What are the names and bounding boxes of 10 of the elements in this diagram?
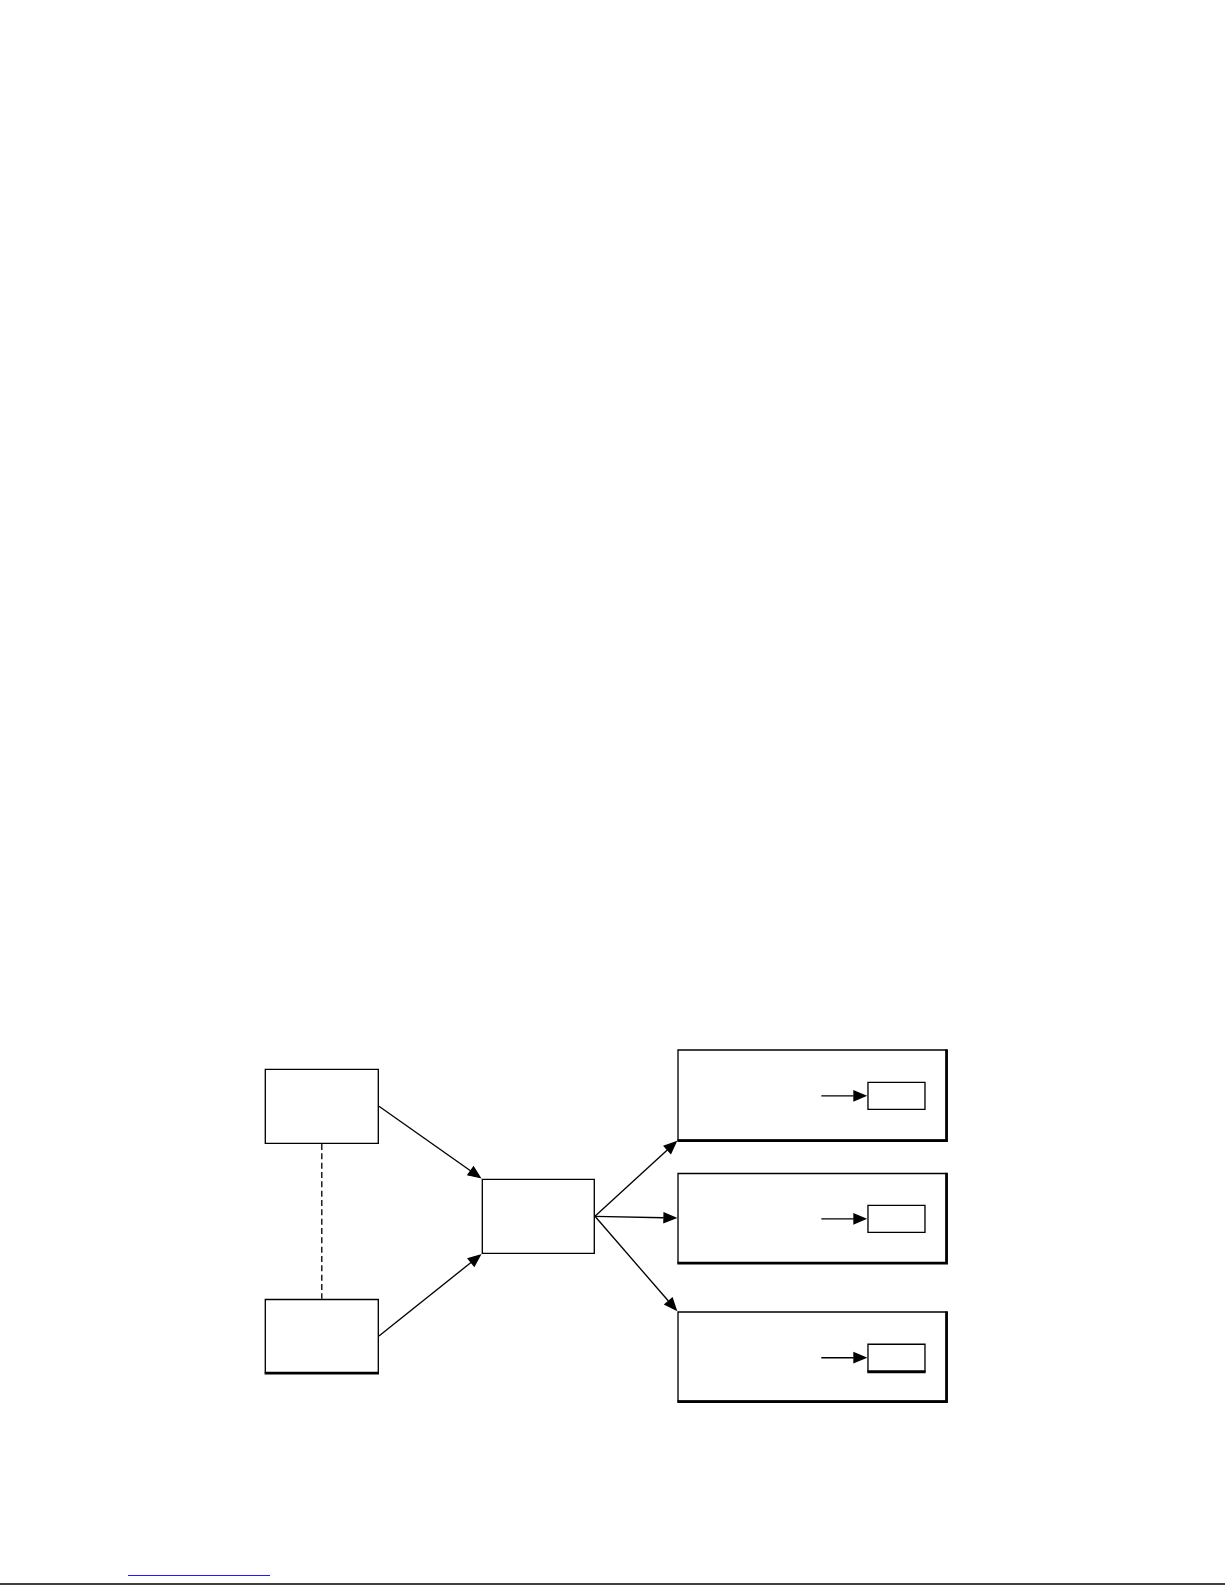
box — [264, 1068, 379, 1144]
box — [677, 1049, 948, 1142]
box — [481, 1178, 595, 1254]
small-box — [867, 1343, 926, 1374]
connector-line — [321, 1143, 323, 1300]
small-box — [867, 1081, 926, 1110]
small-box — [867, 1204, 926, 1233]
box — [677, 1311, 948, 1403]
box — [264, 1298, 379, 1375]
box — [677, 1172, 948, 1265]
